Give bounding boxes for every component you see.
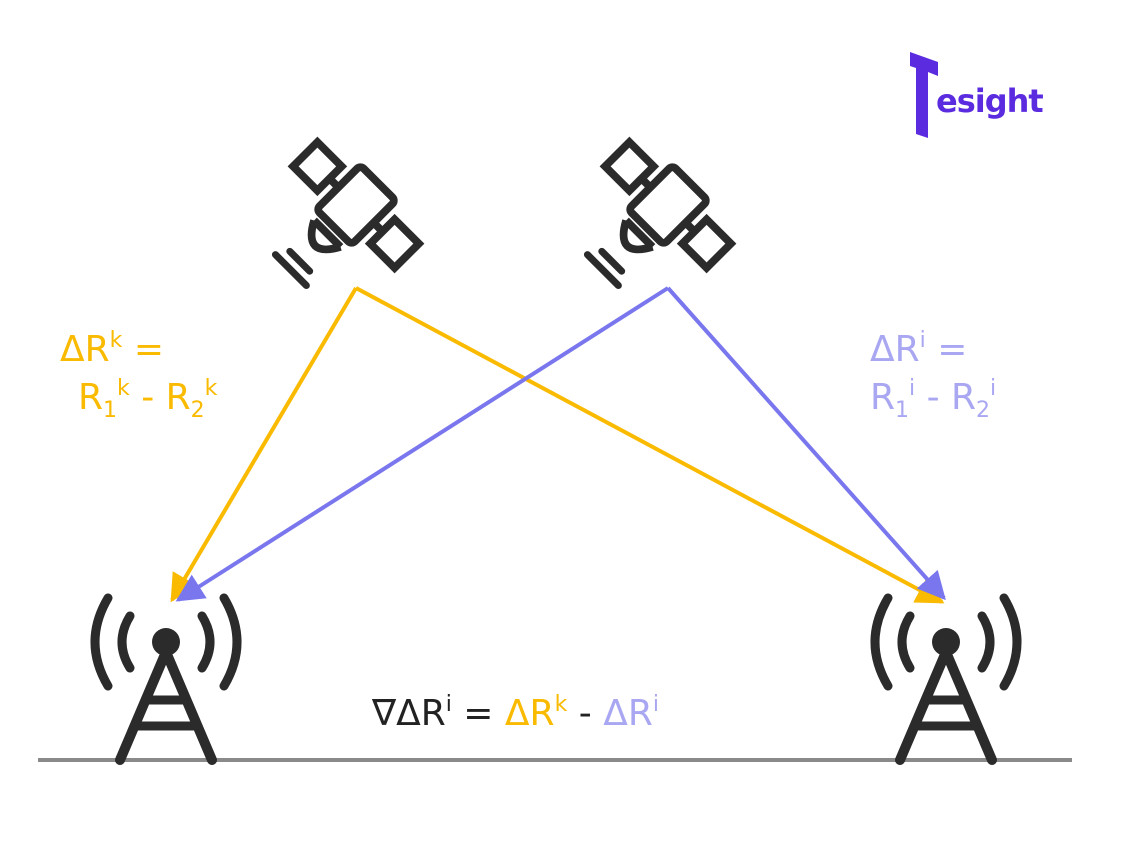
- satellite-icon: [240, 132, 429, 321]
- label-delta-r-k: ΔRk = R1k - R2k: [60, 326, 217, 422]
- formula-term-k-sup: k: [554, 692, 568, 717]
- signal-k-to-receiver-1: [170, 286, 358, 603]
- formula-term-i-sup: i: [652, 692, 659, 717]
- label-k-eq: =: [122, 329, 164, 370]
- formula-eq: =: [451, 693, 505, 734]
- signal-i-to-receiver-2: [666, 286, 946, 601]
- label-i-eq: =: [925, 329, 968, 370]
- tesight-logo: esight: [908, 52, 1078, 142]
- formula-term-i: ΔR: [603, 693, 653, 734]
- logo-word: esight: [936, 82, 1044, 120]
- label-i-r1-sup: i: [909, 376, 916, 401]
- label-i-delta-sup: i: [919, 328, 926, 353]
- label-i-r2: R: [951, 377, 977, 418]
- label-k-line-1: ΔRk =: [60, 326, 217, 374]
- formula-minus: -: [567, 693, 604, 734]
- label-i-r1-sub: 1: [895, 398, 910, 423]
- label-i-line-1: ΔRi =: [870, 326, 996, 374]
- label-delta-r-i: ΔRi = R1i - R2i: [870, 326, 996, 422]
- label-k-r1-sup: k: [117, 376, 130, 401]
- formula-term-k: ΔR: [504, 693, 555, 734]
- label-k-line-2: R1k - R2k: [60, 374, 217, 422]
- label-k-r2-sub: 2: [190, 398, 205, 423]
- double-difference-formula: ∇ΔRi = ΔRk - ΔRi: [372, 690, 659, 738]
- label-k-minus: -: [129, 377, 166, 418]
- label-k-r1: R: [78, 377, 104, 418]
- radio-tower-icon: [875, 598, 1017, 760]
- label-k-r2: R: [165, 377, 191, 418]
- label-i-minus: -: [915, 377, 952, 418]
- label-k-delta: ΔR: [60, 329, 110, 370]
- formula-lhs-sup: i: [445, 692, 452, 717]
- label-k-r1-sub: 1: [103, 398, 118, 423]
- label-i-r2-sub: 2: [976, 398, 991, 423]
- label-i-delta: ΔR: [870, 329, 920, 370]
- label-k-r2-sup: k: [204, 376, 218, 401]
- label-i-r2-sup: i: [990, 376, 997, 401]
- signal-i-to-receiver-1: [175, 286, 670, 602]
- formula-lhs: ∇ΔR: [372, 693, 446, 734]
- radio-tower-icon: [95, 598, 237, 760]
- label-i-r1: R: [870, 377, 896, 418]
- logo-mark-icon: [910, 52, 938, 138]
- label-i-line-2: R1i - R2i: [870, 374, 996, 422]
- label-k-delta-sup: k: [109, 328, 123, 353]
- signal-k-to-receiver-2: [355, 286, 945, 604]
- satellite-icon: [552, 132, 741, 321]
